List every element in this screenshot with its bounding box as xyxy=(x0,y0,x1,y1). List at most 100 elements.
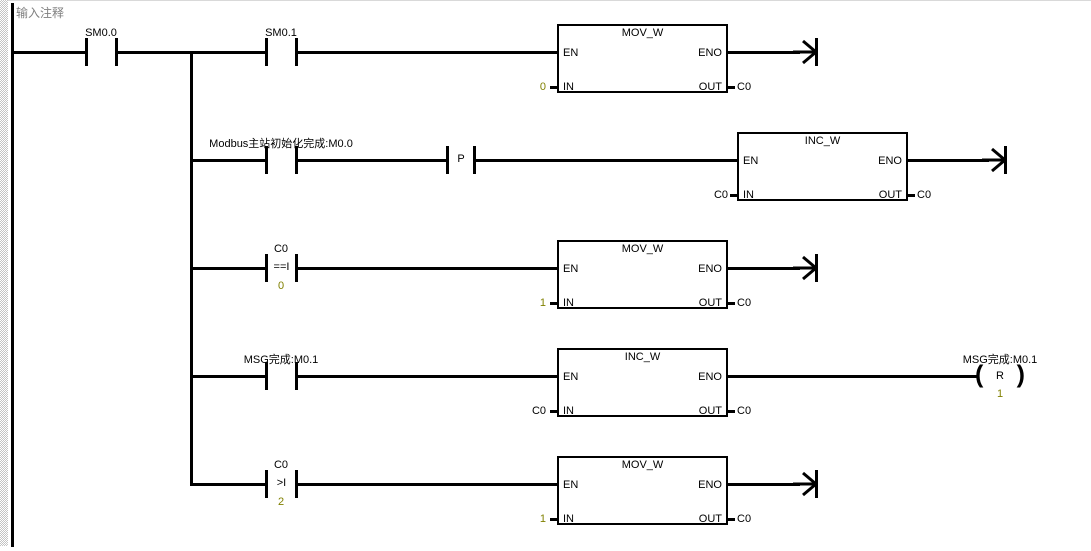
eno-pin-label: ENO xyxy=(698,371,722,383)
out-operand[interactable]: C0 xyxy=(737,513,752,525)
coil-count-value[interactable]: 1 xyxy=(996,388,1004,400)
network-margin-strip xyxy=(0,0,8,546)
contact-bar-left xyxy=(85,38,88,66)
wire-horizontal xyxy=(193,267,265,270)
eno-pin-label: ENO xyxy=(698,47,722,59)
out-pin-label: OUT xyxy=(698,81,722,93)
contact-bar-right xyxy=(295,146,298,174)
wire-horizontal xyxy=(193,159,265,162)
out-operand[interactable]: C0 xyxy=(737,297,752,309)
inc-w-block[interactable]: INC_W EN ENO IN OUT xyxy=(557,348,728,417)
contact-bar-left xyxy=(446,146,449,174)
open-rung-arrow-icon[interactable] xyxy=(793,252,819,284)
inc-w-block[interactable]: INC_W EN ENO IN OUT xyxy=(737,132,908,201)
branch-rail xyxy=(190,51,193,486)
eno-pin-label: ENO xyxy=(698,479,722,491)
block-title: MOV_W xyxy=(621,243,664,255)
compare-contact[interactable]: >I xyxy=(265,470,298,498)
wire-horizontal xyxy=(118,51,265,54)
contact-bar-right xyxy=(295,362,298,390)
wire-horizontal xyxy=(14,51,85,54)
compare-operand-label[interactable]: C0 xyxy=(273,459,289,471)
wire-horizontal xyxy=(298,483,557,486)
no-contact[interactable] xyxy=(85,38,118,66)
contact-bar-right xyxy=(473,146,476,174)
reset-coil[interactable]: ( R ) xyxy=(975,360,1025,391)
top-divider xyxy=(0,0,1091,1)
out-operand[interactable]: C0 xyxy=(917,189,932,201)
no-contact[interactable] xyxy=(265,362,298,390)
contact-operand-label[interactable]: SM0.0 xyxy=(85,27,117,39)
out-pin-label: OUT xyxy=(698,297,722,309)
open-rung-arrow-icon[interactable] xyxy=(982,144,1008,176)
in-pin-stub xyxy=(550,410,557,413)
out-pin-stub xyxy=(728,410,735,413)
wire-horizontal xyxy=(298,159,446,162)
in-pin-label: IN xyxy=(563,297,574,309)
reset-symbol: R xyxy=(996,370,1004,382)
contact-bar-right xyxy=(295,254,298,282)
block-title: INC_W xyxy=(804,135,841,147)
contact-operand-label[interactable]: SM0.1 xyxy=(265,27,297,39)
contact-bar-left xyxy=(265,254,268,282)
out-pin-stub xyxy=(728,518,735,521)
in-pin-label: IN xyxy=(563,405,574,417)
in-pin-label: IN xyxy=(743,189,754,201)
contact-bar-left xyxy=(265,470,268,498)
contact-operand-label[interactable]: MSG完成:M0.1 xyxy=(243,354,319,366)
mov-w-block[interactable]: MOV_W EN ENO IN OUT xyxy=(557,240,728,309)
out-pin-label: OUT xyxy=(698,513,722,525)
no-contact[interactable] xyxy=(265,38,298,66)
in-operand[interactable]: 0 xyxy=(539,81,546,93)
in-pin-stub xyxy=(550,86,557,89)
in-operand[interactable]: 1 xyxy=(539,513,546,525)
compare-operator: ==I xyxy=(273,261,290,273)
in-pin-stub xyxy=(550,302,557,305)
compare-contact[interactable]: ==I xyxy=(265,254,298,282)
out-pin-stub xyxy=(728,86,735,89)
in-operand[interactable]: C0 xyxy=(531,405,546,417)
in-pin-stub xyxy=(550,518,557,521)
contact-bar-left xyxy=(265,146,268,174)
coil-operand-label[interactable]: MSG完成:M0.1 xyxy=(962,354,1038,366)
open-rung-arrow-icon[interactable] xyxy=(793,36,819,68)
contact-bar-left xyxy=(265,362,268,390)
en-pin-label: EN xyxy=(563,479,579,491)
out-operand[interactable]: C0 xyxy=(737,81,752,93)
en-pin-label: EN xyxy=(563,47,579,59)
wire-horizontal xyxy=(298,375,557,378)
in-operand[interactable]: 1 xyxy=(539,297,546,309)
network-comment[interactable]: 输入注释 xyxy=(16,6,65,20)
in-pin-stub xyxy=(730,194,737,197)
eno-pin-label: ENO xyxy=(698,263,722,275)
wire-horizontal xyxy=(728,51,800,54)
out-operand[interactable]: C0 xyxy=(737,405,752,417)
wire-horizontal xyxy=(908,159,989,162)
compare-operator: >I xyxy=(276,477,287,489)
in-pin-label: IN xyxy=(563,81,574,93)
wire-horizontal xyxy=(193,375,265,378)
mov-w-block[interactable]: MOV_W EN ENO IN OUT xyxy=(557,24,728,93)
in-pin-label: IN xyxy=(563,513,574,525)
out-pin-stub xyxy=(908,194,915,197)
block-title: INC_W xyxy=(624,351,661,363)
wire-horizontal xyxy=(728,483,800,486)
en-pin-label: EN xyxy=(563,263,579,275)
eno-pin-label: ENO xyxy=(878,155,902,167)
in-operand[interactable]: C0 xyxy=(713,189,728,201)
no-contact[interactable] xyxy=(265,146,298,174)
wire-horizontal xyxy=(298,51,557,54)
coil-left-paren: ( xyxy=(975,360,984,389)
edge-symbol: P xyxy=(457,153,465,165)
out-pin-label: OUT xyxy=(698,405,722,417)
compare-value[interactable]: 2 xyxy=(277,496,285,508)
contact-operand-label[interactable]: Modbus主站初始化完成:M0.0 xyxy=(209,138,353,150)
contact-bar-right xyxy=(115,38,118,66)
open-rung-arrow-icon[interactable] xyxy=(793,468,819,500)
compare-value[interactable]: 0 xyxy=(277,280,285,292)
mov-w-block[interactable]: MOV_W EN ENO IN OUT xyxy=(557,456,728,525)
positive-edge-contact[interactable]: P xyxy=(446,146,476,174)
coil-right-paren: ) xyxy=(1016,360,1025,389)
wire-horizontal xyxy=(476,159,737,162)
compare-operand-label[interactable]: C0 xyxy=(273,243,289,255)
